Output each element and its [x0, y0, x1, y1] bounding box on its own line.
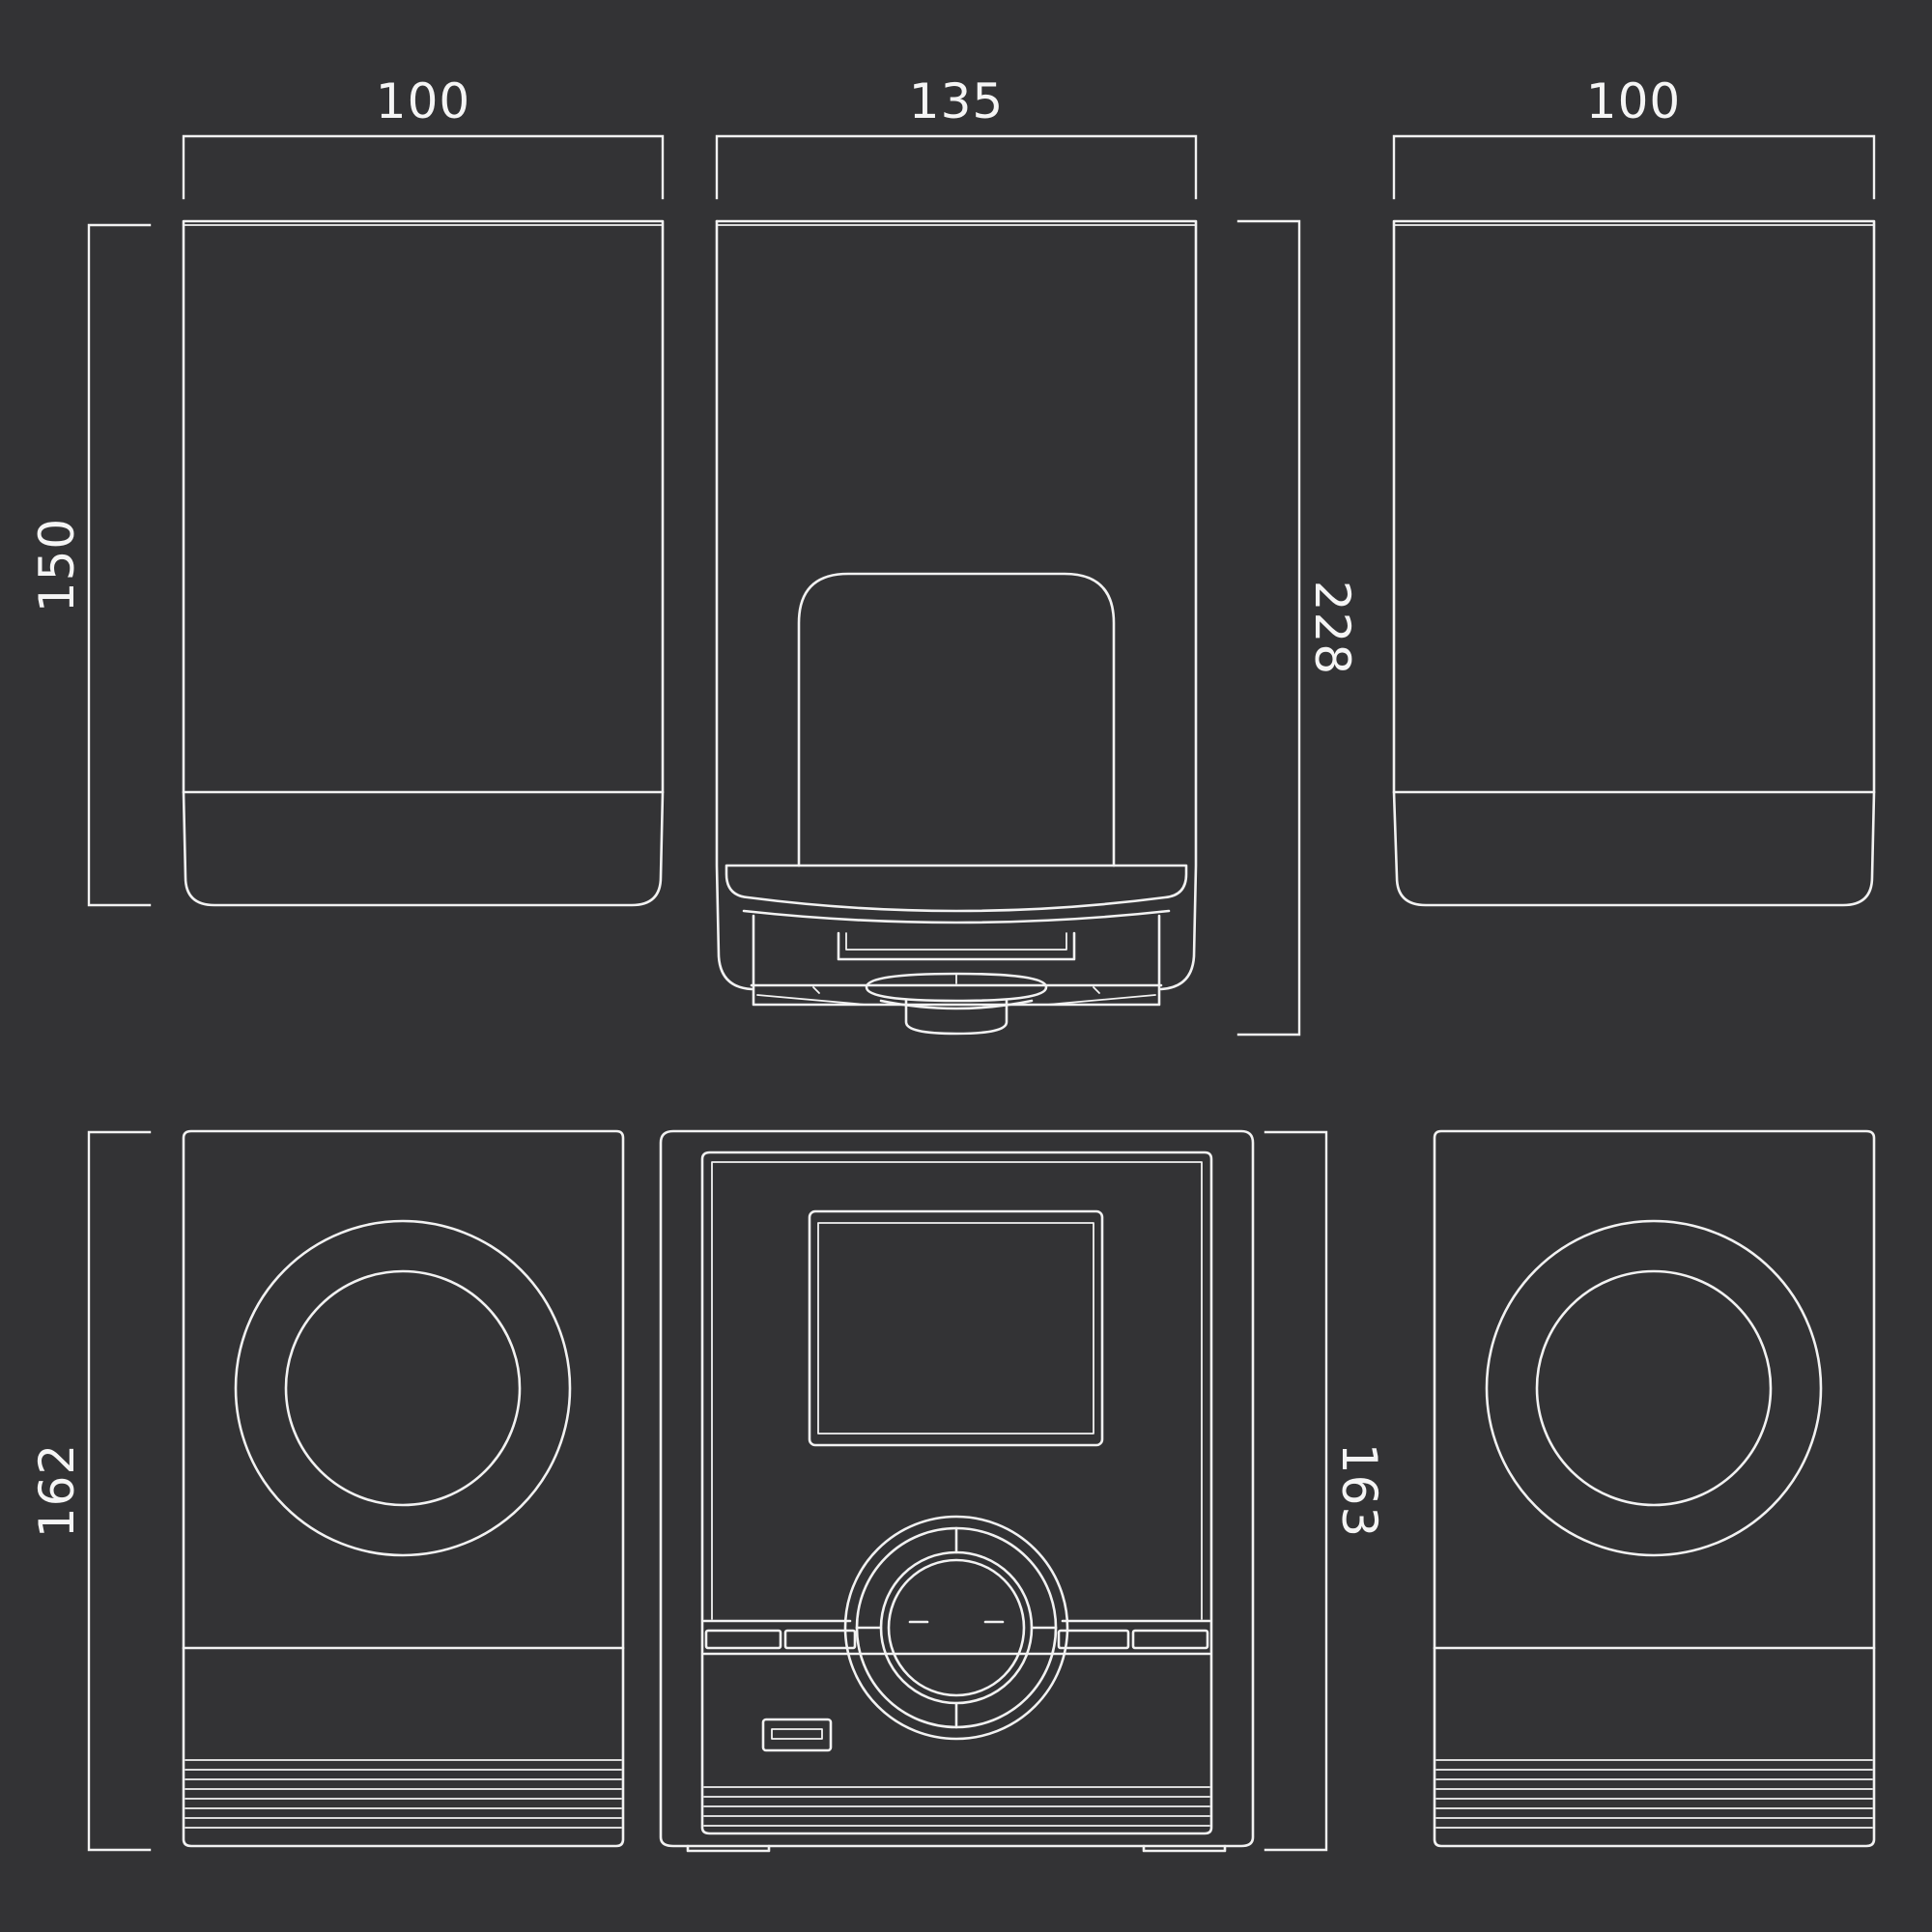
button-right-inner	[1057, 1629, 1130, 1650]
front-view-right-speaker	[1433, 1129, 1876, 1848]
dimension-label-unit-height: 163	[1331, 1443, 1387, 1538]
control-wheel-center	[887, 1558, 1026, 1697]
display-window	[808, 1209, 1104, 1447]
control-wheel-inner	[879, 1550, 1034, 1705]
dimension-speaker-depth: 150	[29, 223, 152, 907]
top-view-right-speaker	[1392, 219, 1876, 907]
dimension-top-right-speaker-width: 100	[1392, 73, 1876, 200]
control-wheel-outer	[843, 1515, 1069, 1741]
right-foot	[1142, 1844, 1227, 1853]
dimension-top-unit-width: 135	[715, 73, 1198, 200]
dimension-label-unit-width: 135	[909, 73, 1004, 129]
left-speaker-grille-lines	[185, 1759, 622, 1829]
dimension-label-unit-depth: 228	[1304, 581, 1360, 675]
dimension-front-unit-height: 163	[1264, 1130, 1387, 1852]
dimension-top-left-speaker-width: 100	[182, 73, 665, 200]
front-view-left-speaker	[182, 1129, 625, 1848]
dimension-label-right-speaker-width: 100	[1586, 73, 1681, 129]
front-view-main-unit	[659, 1129, 1255, 1853]
control-wheel-ring	[855, 1526, 1058, 1729]
left-foot	[686, 1844, 771, 1853]
main-unit-grille-lines	[703, 1786, 1210, 1827]
dimension-front-speaker-height: 162	[29, 1130, 152, 1852]
usb-port-slot	[771, 1728, 823, 1740]
right-speaker-cone-outer	[1485, 1219, 1823, 1557]
button-left-inner	[783, 1629, 857, 1650]
dimension-unit-depth: 228	[1236, 219, 1360, 1037]
top-view-main-unit	[715, 219, 1198, 1036]
dimension-label-left-speaker-width: 100	[376, 73, 470, 129]
usb-port	[761, 1718, 833, 1752]
top-view-left-speaker	[182, 219, 665, 907]
button-left-outer	[704, 1629, 782, 1650]
left-speaker-cone-outer	[234, 1219, 572, 1557]
left-speaker-cone-inner	[284, 1269, 522, 1507]
button-right-outer	[1131, 1629, 1209, 1650]
display-screen	[817, 1222, 1094, 1435]
right-speaker-grille-lines	[1435, 1759, 1873, 1829]
dimension-label-speaker-depth: 150	[29, 518, 85, 612]
right-speaker-cone-inner	[1535, 1269, 1773, 1507]
dimension-label-speaker-height: 162	[29, 1443, 85, 1538]
